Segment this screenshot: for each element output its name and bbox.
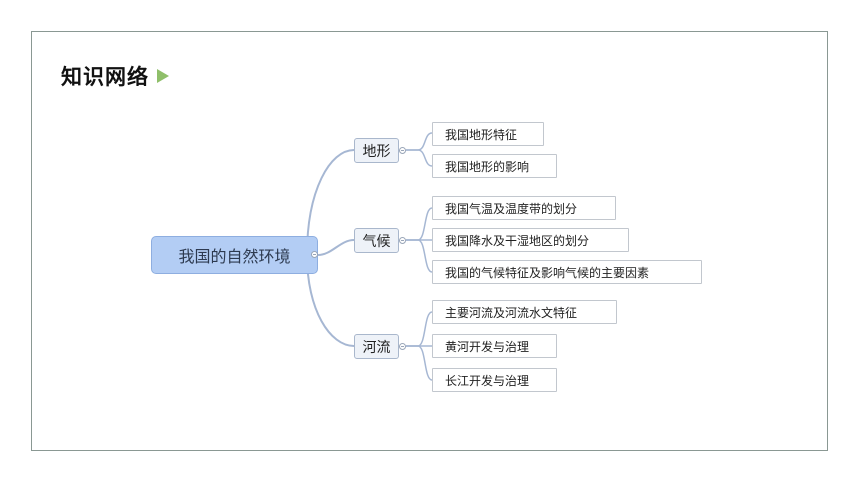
page-title: 知识网络 bbox=[61, 65, 149, 89]
leaf-temperature-zones[interactable]: 我国气温及温度带的划分 bbox=[432, 196, 616, 220]
collapse-minus-icon[interactable] bbox=[311, 251, 318, 258]
leaf-terrain-features[interactable]: 我国地形特征 bbox=[432, 122, 544, 146]
branch-climate[interactable]: 气候 bbox=[354, 228, 399, 253]
leaf-label: 我国的气候特征及影响气候的主要因素 bbox=[445, 265, 650, 280]
connector-branch-2-leaf-3 bbox=[406, 239, 433, 273]
connector-branch-1-leaf-1 bbox=[406, 132, 433, 151]
leaf-label: 长江开发与治理 bbox=[445, 373, 530, 388]
title-block: 知识网络 bbox=[61, 60, 169, 92]
connector-branch-3-leaf-3 bbox=[406, 345, 433, 381]
leaf-climate-factors[interactable]: 我国的气候特征及影响气候的主要因素 bbox=[432, 260, 702, 284]
connector-root-branch-2 bbox=[317, 239, 355, 256]
leaf-precipitation-regions[interactable]: 我国降水及干湿地区的划分 bbox=[432, 228, 629, 252]
connector-branch-3-leaf-1 bbox=[406, 311, 433, 347]
leaf-label: 黄河开发与治理 bbox=[445, 339, 530, 354]
leaf-label: 我国气温及温度带的划分 bbox=[445, 201, 578, 216]
connector-root-branch-1 bbox=[306, 149, 355, 256]
play-triangle-icon bbox=[157, 69, 169, 83]
leaf-label: 主要河流及河流水文特征 bbox=[445, 305, 578, 320]
branch-terrain[interactable]: 地形 bbox=[354, 138, 399, 163]
connector-branch-1-leaf-2 bbox=[406, 149, 433, 167]
branch-rivers[interactable]: 河流 bbox=[354, 334, 399, 359]
branch-label: 地形 bbox=[362, 143, 391, 160]
leaf-yellow-river[interactable]: 黄河开发与治理 bbox=[432, 334, 557, 358]
branch-label: 河流 bbox=[362, 339, 391, 356]
leaf-label: 我国降水及干湿地区的划分 bbox=[445, 233, 590, 248]
collapse-minus-icon[interactable] bbox=[399, 147, 406, 154]
collapse-minus-icon[interactable] bbox=[399, 237, 406, 244]
leaf-river-features[interactable]: 主要河流及河流水文特征 bbox=[432, 300, 617, 324]
connector-branch-2-leaf-1 bbox=[406, 207, 433, 241]
leaf-label: 我国地形特征 bbox=[445, 127, 518, 142]
mindmap-root[interactable]: 我国的自然环境 bbox=[151, 236, 318, 274]
leaf-label: 我国地形的影响 bbox=[445, 159, 530, 174]
root-label: 我国的自然环境 bbox=[178, 247, 291, 266]
leaf-terrain-influence[interactable]: 我国地形的影响 bbox=[432, 154, 557, 178]
branch-label: 气候 bbox=[362, 233, 391, 250]
collapse-minus-icon[interactable] bbox=[399, 343, 406, 350]
leaf-yangtze-river[interactable]: 长江开发与治理 bbox=[432, 368, 557, 392]
